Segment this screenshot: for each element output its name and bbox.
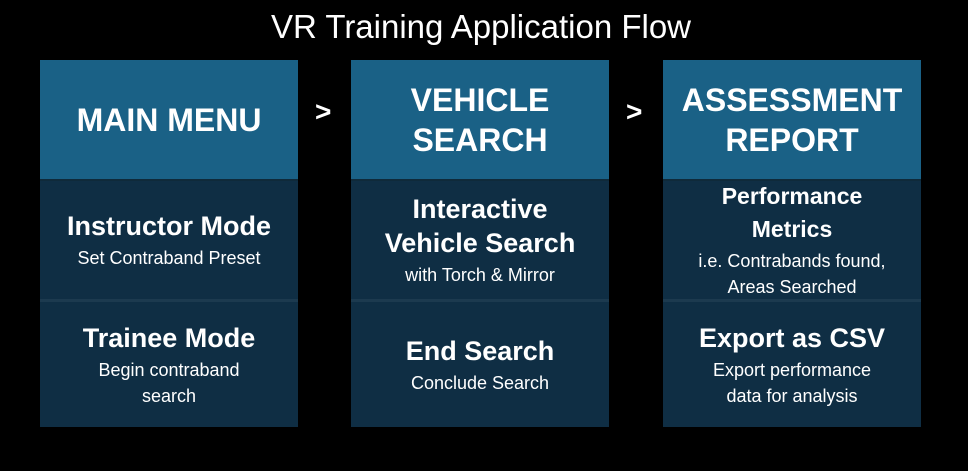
- flow-arrow-1: >: [315, 96, 332, 127]
- instructor-mode-subtitle: Set Contraband Preset: [77, 248, 261, 268]
- export-csv-title: Export as CSV: [698, 322, 886, 353]
- end-search-box: End Search Conclude Search: [351, 302, 609, 427]
- end-search-title: End Search: [405, 335, 555, 366]
- flow-arrow-2: >: [626, 96, 643, 127]
- trainee-mode-box: Trainee Mode Begin contraband search: [40, 302, 298, 427]
- trainee-mode-subtitle: Begin contraband search: [98, 359, 240, 406]
- vehicle-search-header-label: VEHICLE SEARCH: [410, 81, 550, 158]
- export-csv-box: Export as CSV Export performance data fo…: [663, 302, 921, 427]
- diagram-title: VR Training Application Flow: [270, 8, 692, 45]
- assessment-report-header-label: ASSESSMENT REPORT: [681, 81, 903, 158]
- interactive-search-box: Interactive Vehicle Search with Torch & …: [351, 181, 609, 302]
- vehicle-search-header: VEHICLE SEARCH: [351, 60, 609, 181]
- main-menu-header: MAIN MENU: [40, 60, 298, 181]
- instructor-mode-box: Instructor Mode Set Contraband Preset: [40, 181, 298, 302]
- column-vehicle-search: VEHICLE SEARCH Interactive Vehicle Searc…: [351, 60, 609, 427]
- interactive-search-subtitle: with Torch & Mirror: [405, 265, 555, 285]
- performance-metrics-subtitle: i.e. Contrabands found, Areas Searched: [698, 251, 886, 297]
- instructor-mode-title: Instructor Mode: [66, 211, 271, 241]
- assessment-report-header: ASSESSMENT REPORT: [663, 60, 921, 181]
- end-search-subtitle: Conclude Search: [410, 372, 550, 393]
- column-assessment-report: ASSESSMENT REPORT Performance Metrics i.…: [663, 60, 921, 427]
- performance-metrics-title: Performance Metrics: [721, 183, 863, 242]
- trainee-mode-title: Trainee Mode: [82, 322, 256, 353]
- interactive-search-title: Interactive Vehicle Search: [384, 194, 576, 258]
- main-menu-header-label: MAIN MENU: [76, 101, 262, 138]
- performance-metrics-box: Performance Metrics i.e. Contrabands fou…: [663, 181, 921, 302]
- export-csv-subtitle: Export performance data for analysis: [712, 359, 872, 406]
- column-main-menu: MAIN MENU Instructor Mode Set Contraband…: [40, 60, 298, 427]
